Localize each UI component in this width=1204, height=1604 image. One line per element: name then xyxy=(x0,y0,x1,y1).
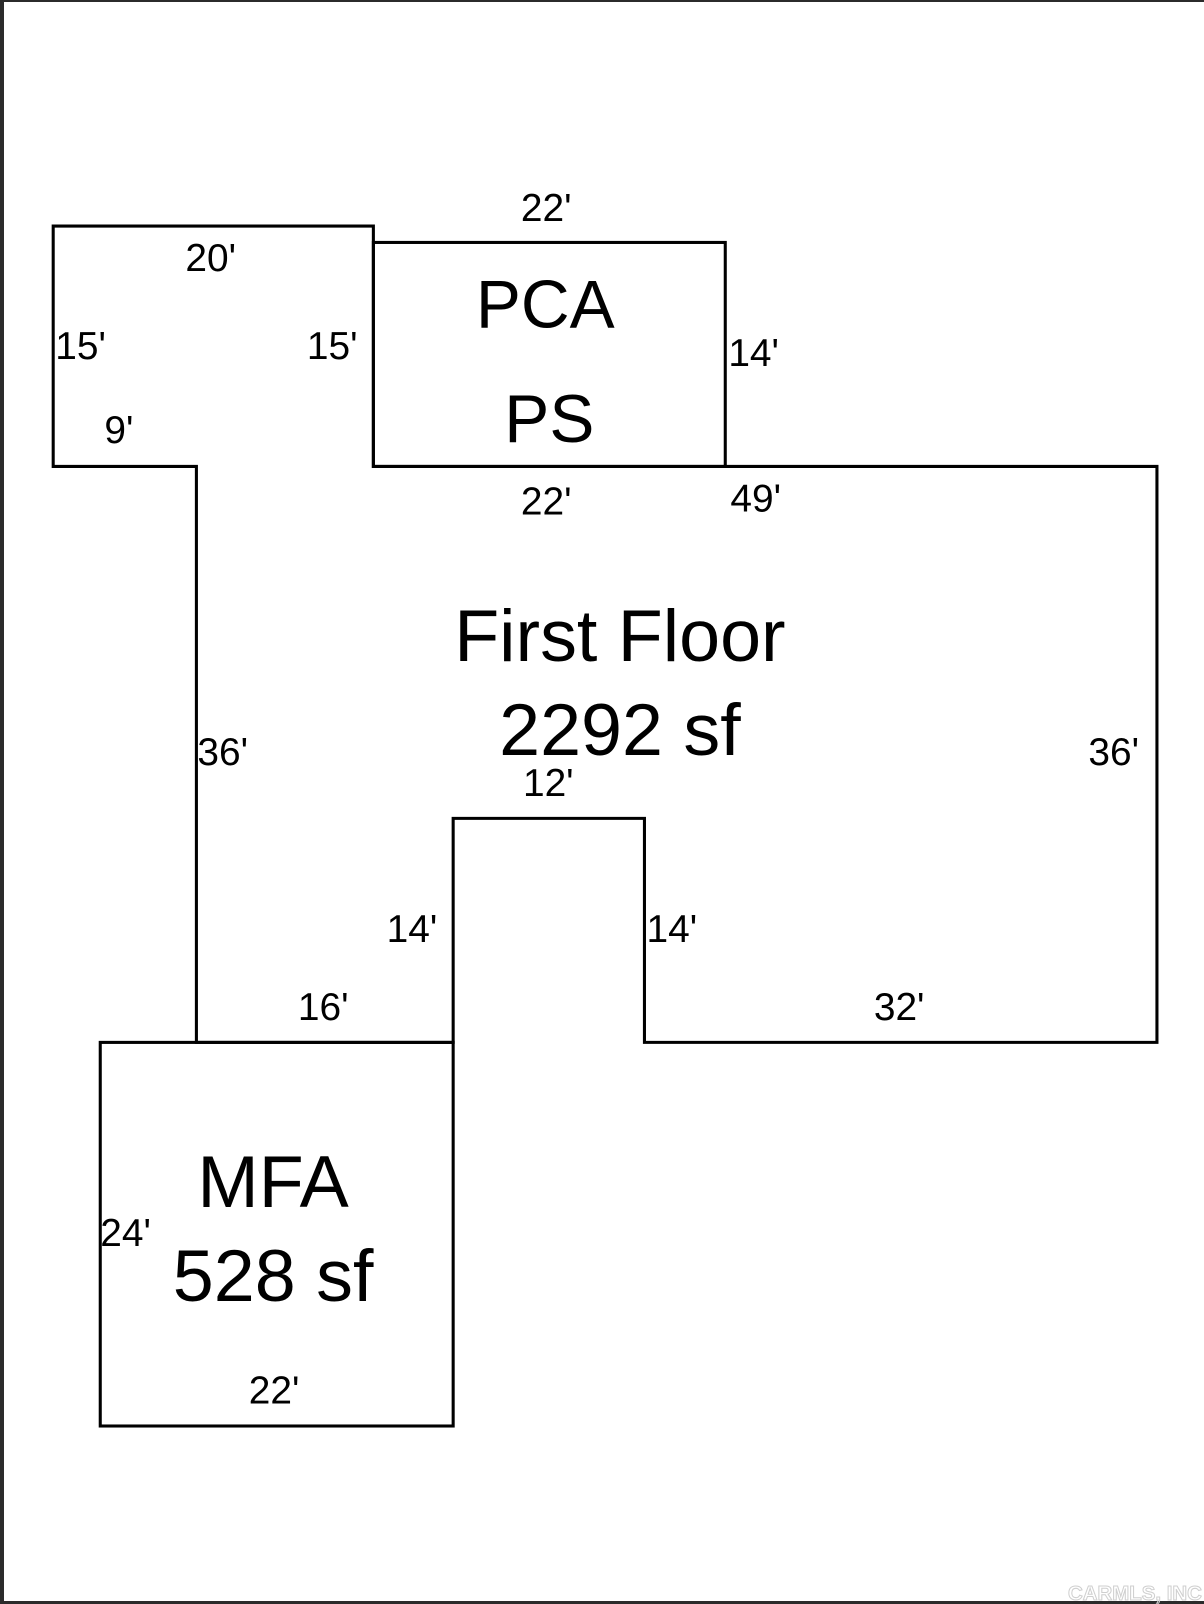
mfa-label: MFA xyxy=(197,1140,348,1223)
dim-bottom-right: 32' xyxy=(874,986,925,1029)
first-floor-area: 2292 sf xyxy=(499,688,741,771)
dim-notch-top: 12' xyxy=(523,762,574,805)
dim-main-right: 36' xyxy=(1088,731,1139,774)
dim-left-top: 20' xyxy=(185,237,236,280)
dim-mfa-left: 24' xyxy=(100,1212,151,1255)
dim-notch-left: 14' xyxy=(387,908,438,951)
dim-bottom-left: 16' xyxy=(298,986,349,1029)
dim-pca-bottom: 22' xyxy=(521,481,572,524)
pca-outline xyxy=(371,240,727,469)
mfa-area: 528 sf xyxy=(173,1234,374,1317)
watermark: CARMLS, INC xyxy=(1068,1582,1202,1604)
mfa-outline xyxy=(98,1040,455,1428)
dim-pca-right: 14' xyxy=(728,332,779,375)
dim-main-left: 36' xyxy=(197,731,248,774)
first-floor-label: First Floor xyxy=(454,594,785,677)
dim-left-bottom: 9' xyxy=(104,409,133,452)
ps-label: PS xyxy=(504,382,594,457)
dim-main-top: 49' xyxy=(730,477,781,520)
dim-left-left: 15' xyxy=(55,325,106,368)
pca-label: PCA xyxy=(476,267,615,342)
dim-left-right: 15' xyxy=(307,325,358,368)
dim-mfa-bottom: 22' xyxy=(249,1369,300,1412)
dim-notch-right: 14' xyxy=(646,908,697,951)
dim-pca-top: 22' xyxy=(521,187,572,230)
